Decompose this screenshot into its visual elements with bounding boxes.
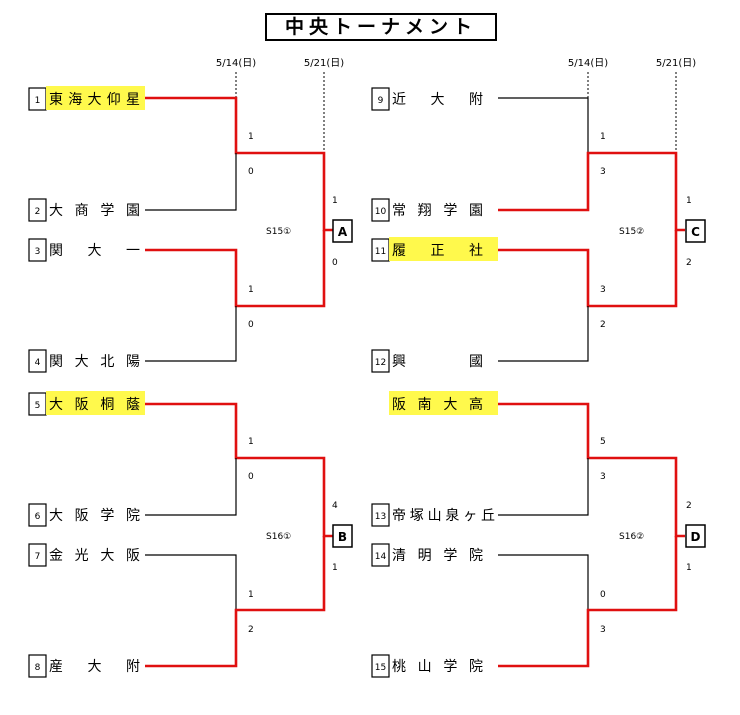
team-name: 金光大阪 <box>49 548 141 564</box>
block-s15-2: 9 近 大 附 10 常翔学園 11 履 正 社 12 興 國 1 3 3 2 … <box>371 87 706 373</box>
block-s16-1: 5 大阪桐蔭 6 大阪学院 7 金光大阪 8 産 大 附 1 0 1 2 4 1… <box>28 391 353 678</box>
score: 1 <box>248 285 254 295</box>
score: 4 <box>332 501 338 511</box>
score: 1 <box>600 132 606 142</box>
seed-box <box>371 198 390 222</box>
team-name: 常翔学園 <box>392 203 484 219</box>
result-letter: C <box>691 225 700 239</box>
result-letter: A <box>338 225 348 239</box>
team-name: 大商学園 <box>49 203 141 219</box>
result-box <box>685 219 706 243</box>
seed-box <box>371 503 390 527</box>
seed-box <box>28 654 47 678</box>
team-name: 桃山学院 <box>392 659 484 675</box>
seed-box <box>371 87 390 111</box>
score: 0 <box>248 320 254 330</box>
team-name: 清明学院 <box>392 548 484 564</box>
seed-number: 9 <box>378 96 384 106</box>
seed-box <box>28 238 47 262</box>
team-name: 関 大 一 <box>49 243 141 259</box>
team-name: 履 正 社 <box>392 243 484 259</box>
seed-number: 14 <box>375 552 387 562</box>
team-highlight <box>389 237 498 261</box>
team-name: 興 國 <box>392 354 484 370</box>
seed-number: 3 <box>35 247 41 257</box>
score: 0 <box>332 258 338 268</box>
block-label: S16① <box>266 532 291 542</box>
team-name: 近 大 附 <box>392 92 484 108</box>
team-name: 東海大仰星 <box>49 92 141 108</box>
seed-number: 10 <box>375 207 387 217</box>
score: 1 <box>248 590 254 600</box>
block-s15-1: 1 東海大仰星 2 大商学園 3 関 大 一 4 関大北陽 1 0 1 0 1 … <box>28 86 353 373</box>
block-label: S16② <box>619 532 644 542</box>
seed-box <box>371 349 390 373</box>
seed-number: 12 <box>375 358 386 368</box>
score: 1 <box>686 563 692 573</box>
team-highlight <box>389 391 498 415</box>
date-round1-left: 5/14(日) <box>216 58 256 69</box>
score: 0 <box>248 167 254 177</box>
score: 2 <box>248 625 254 635</box>
seed-number: 6 <box>35 512 41 522</box>
result-letter: B <box>338 530 347 544</box>
seed-number: 5 <box>35 401 41 411</box>
score: 1 <box>686 196 692 206</box>
score: 2 <box>686 501 692 511</box>
score: 0 <box>600 590 606 600</box>
date-round1-right: 5/14(日) <box>568 58 608 69</box>
team-name: 産 大 附 <box>49 659 141 675</box>
block-s16-2: 阪南大高 13 帝塚山泉ヶ丘 14 清明学院 15 桃山学院 5 3 0 3 2… <box>371 391 706 678</box>
seed-number: 11 <box>375 247 386 257</box>
block-label: S15② <box>619 227 644 237</box>
team-highlight <box>46 391 145 415</box>
date-round2-right: 5/21(日) <box>656 58 696 69</box>
team-name: 大阪学院 <box>49 508 141 524</box>
seed-number: 13 <box>375 512 386 522</box>
team-name: 関大北陽 <box>49 354 141 370</box>
seed-number: 15 <box>375 663 386 673</box>
score: 3 <box>600 167 606 177</box>
seed-box <box>28 543 47 567</box>
result-box <box>332 219 353 243</box>
score: 1 <box>332 196 338 206</box>
seed-box <box>371 654 390 678</box>
date-round2-left: 5/21(日) <box>304 58 344 69</box>
result-letter: D <box>691 530 701 544</box>
seed-number: 2 <box>35 207 41 217</box>
score: 0 <box>248 472 254 482</box>
tournament-title: 中央トーナメント <box>265 13 497 41</box>
team-highlight <box>46 86 145 110</box>
team-name: 帝塚山泉ヶ丘 <box>392 507 496 524</box>
result-box <box>685 524 706 548</box>
result-box <box>332 524 353 548</box>
score: 3 <box>600 285 606 295</box>
seed-box <box>28 198 47 222</box>
seed-box <box>371 543 390 567</box>
seed-box <box>28 349 47 373</box>
seed-number: 8 <box>35 663 41 673</box>
score: 2 <box>600 320 606 330</box>
score: 3 <box>600 472 606 482</box>
score: 1 <box>248 132 254 142</box>
block-label: S15① <box>266 227 291 237</box>
seed-box <box>28 503 47 527</box>
score: 5 <box>600 437 606 447</box>
seed-number: 1 <box>35 96 41 106</box>
score: 3 <box>600 625 606 635</box>
score: 1 <box>248 437 254 447</box>
seed-number: 4 <box>35 358 41 368</box>
score: 2 <box>686 258 692 268</box>
score: 1 <box>332 563 338 573</box>
seed-number: 7 <box>35 552 41 562</box>
